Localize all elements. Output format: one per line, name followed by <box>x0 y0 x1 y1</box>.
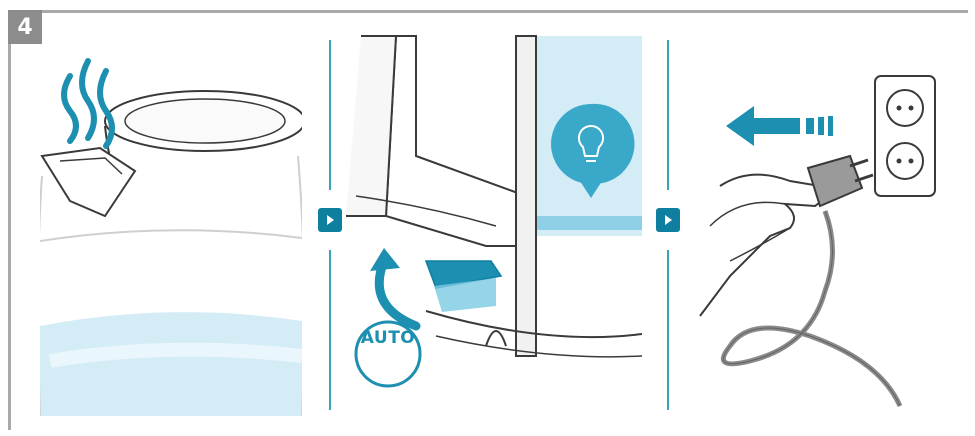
frame-top-border <box>8 10 968 13</box>
unplug-illustration <box>699 75 936 408</box>
step-number-badge: 4 <box>8 10 42 44</box>
frame-left-border <box>8 10 11 430</box>
panel-switch-off: AUTO <box>346 16 642 416</box>
panel-divider-1-top <box>329 40 331 190</box>
arrow-right-icon <box>665 215 672 225</box>
left-arrow-icon <box>726 106 833 146</box>
next-step-arrow-1 <box>318 208 342 232</box>
panel-unplug <box>690 16 960 416</box>
panel-divider-2-bottom <box>667 250 669 410</box>
kettle-illustration <box>40 58 302 416</box>
kettle-switch-illustration <box>346 35 642 388</box>
power-plug-icon <box>806 154 874 208</box>
panel-divider-1-bottom <box>329 250 331 410</box>
arrow-right-icon <box>327 215 334 225</box>
next-step-arrow-2 <box>656 208 680 232</box>
auto-label: AUTO <box>360 328 416 348</box>
light-bulb-icon <box>551 103 635 198</box>
steam-icon <box>61 58 115 149</box>
panel-kettle-boiling <box>40 16 302 416</box>
panel-divider-2-top <box>667 40 669 190</box>
wall-socket-icon <box>874 75 936 197</box>
